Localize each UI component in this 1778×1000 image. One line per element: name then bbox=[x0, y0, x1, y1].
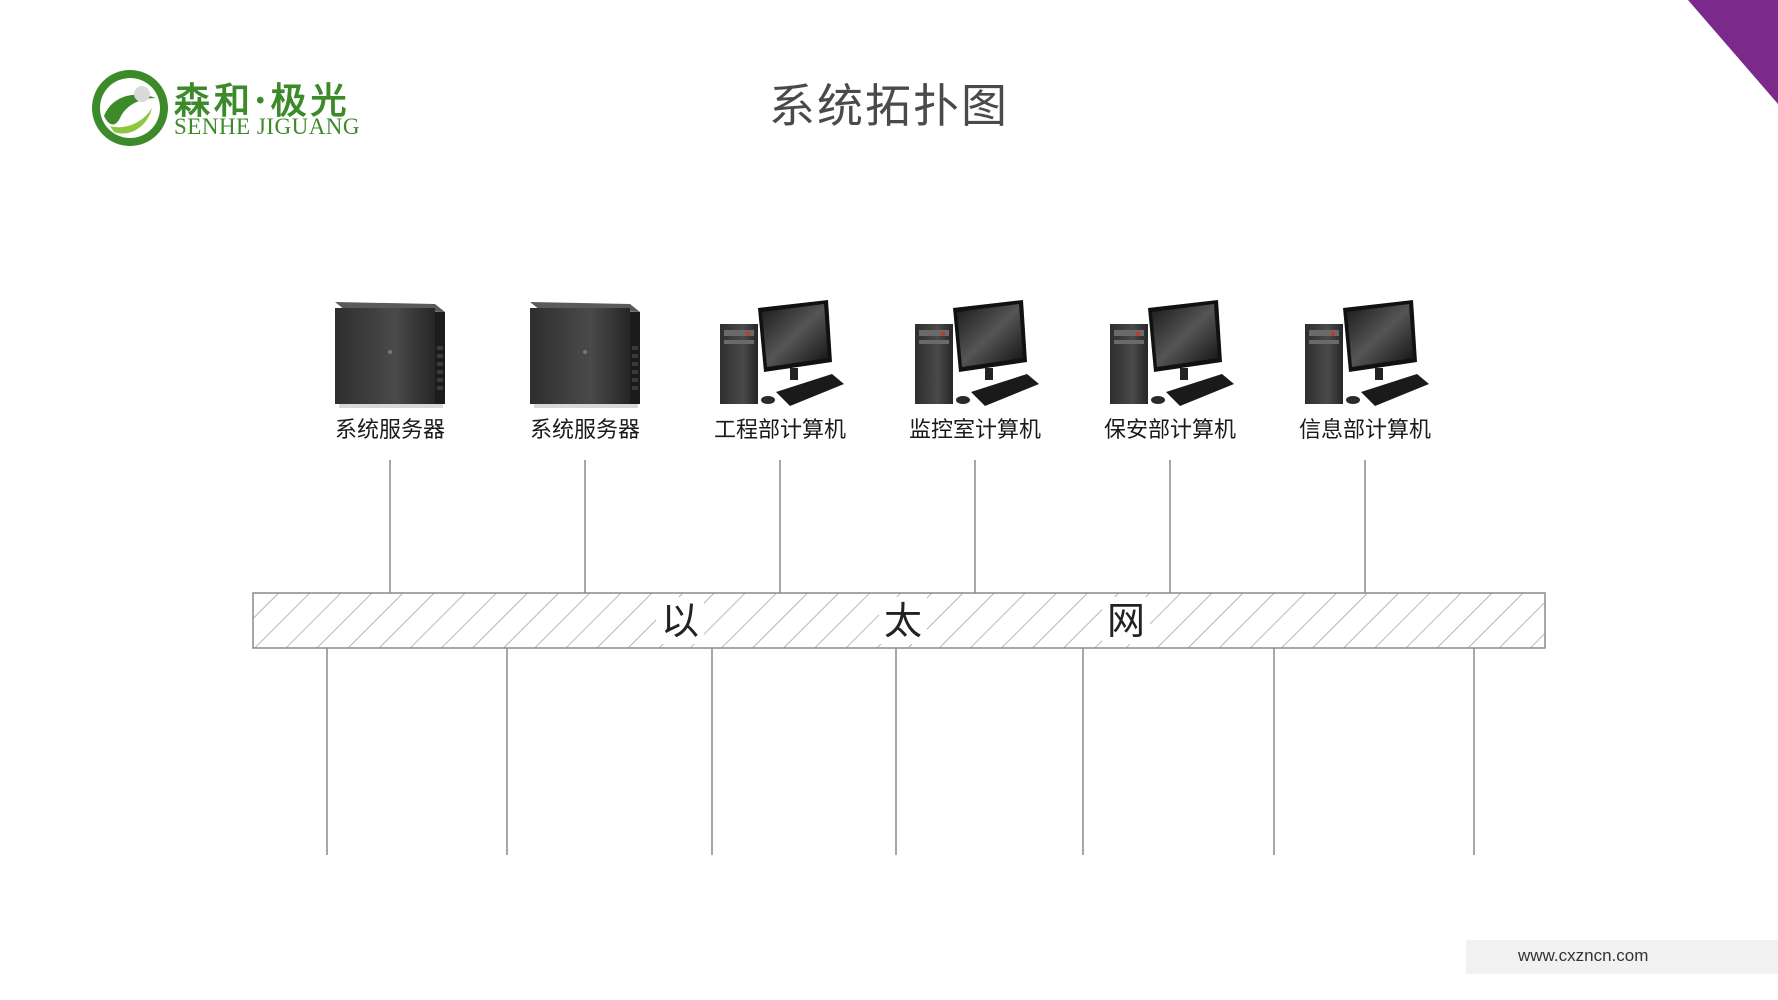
company-logo: 森和·极光 SENHE JIGUANG bbox=[90, 68, 390, 152]
node-label: 监控室计算机 bbox=[909, 418, 1041, 443]
node-label: 信息部计算机 bbox=[1299, 418, 1431, 443]
page-title: 系统拓扑图 bbox=[769, 79, 1009, 133]
logo-mark-icon bbox=[92, 70, 168, 146]
desktop-computer-icon bbox=[915, 300, 1039, 406]
footer-url[interactable]: www.cxzncn.com bbox=[1518, 946, 1649, 965]
footer-bar: www.cxzncn.com bbox=[1466, 940, 1778, 974]
node-label: 系统服务器 bbox=[335, 418, 445, 443]
bus-label-backdrop bbox=[879, 597, 927, 644]
bus-label-char: 以 bbox=[661, 599, 699, 643]
logo-name-en: SENHE JIGUANG bbox=[174, 114, 361, 139]
network-node[interactable]: 工程部计算机 bbox=[714, 300, 846, 593]
bus-label-backdrop bbox=[656, 597, 704, 644]
server-tower-icon bbox=[335, 302, 445, 408]
network-node[interactable]: 信息部计算机 bbox=[1299, 300, 1431, 593]
desktop-computer-icon bbox=[720, 300, 844, 406]
network-node[interactable]: 系统服务器 bbox=[530, 302, 640, 593]
logo-name-cn: 森和·极光 bbox=[174, 80, 351, 122]
server-tower-icon bbox=[530, 302, 640, 408]
node-label: 系统服务器 bbox=[530, 418, 640, 443]
desktop-computer-icon bbox=[1305, 300, 1429, 406]
bus-label-char: 网 bbox=[1107, 599, 1145, 643]
node-label: 保安部计算机 bbox=[1104, 418, 1236, 443]
desktop-computer-icon bbox=[1110, 300, 1234, 406]
node-label: 工程部计算机 bbox=[714, 418, 846, 443]
network-node[interactable]: 保安部计算机 bbox=[1104, 300, 1236, 593]
bus-label-backdrop bbox=[1102, 597, 1150, 644]
corner-accent bbox=[1688, 0, 1778, 104]
network-node[interactable]: 监控室计算机 bbox=[909, 300, 1041, 593]
network-node[interactable]: 系统服务器 bbox=[335, 302, 445, 593]
bus-label-char: 太 bbox=[884, 599, 922, 643]
